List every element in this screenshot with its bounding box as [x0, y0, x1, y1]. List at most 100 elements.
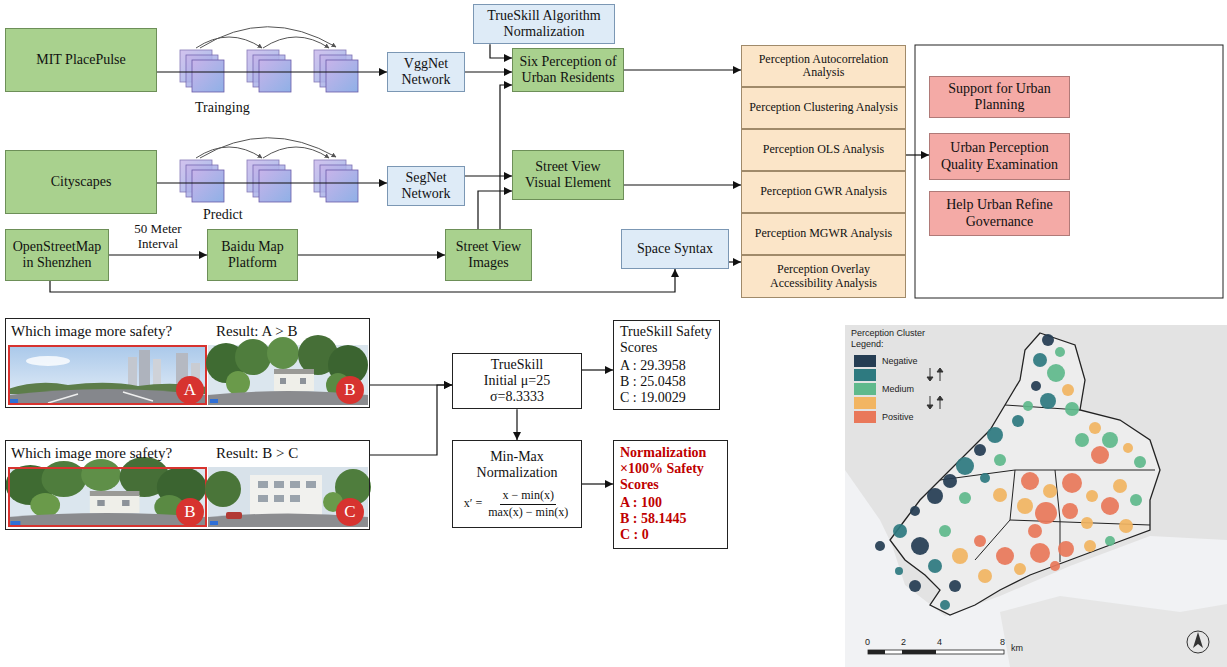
map-illustration-part-part [996, 547, 1014, 565]
map-illustration-part-part [1014, 563, 1026, 575]
legend-text: Negative [882, 356, 918, 366]
map-illustration-part-part [1119, 519, 1133, 533]
map-illustration-part-part [943, 474, 957, 488]
map-illustration-part-part [952, 548, 968, 564]
image-stack-part [180, 50, 224, 92]
legend-item: Medium [854, 383, 914, 395]
outcome-box: Help Urban Refine Governance [929, 191, 1070, 236]
skip-arc-part [196, 147, 262, 158]
box-label: Perception MGWR Analysis [755, 227, 892, 240]
flow-arrow [490, 44, 512, 58]
text-row: Which image more safety?Result: A > B [6, 323, 297, 340]
result-box: Normalization ×100% Safety Scores A : 100… [613, 440, 728, 549]
map-illustration-part-part [927, 377, 933, 381]
flow-arrow [500, 85, 512, 229]
legend-swatch [854, 355, 876, 367]
flow-arrow [582, 483, 613, 484]
flow-arrow [624, 184, 741, 185]
box-text: A : 100 [620, 495, 721, 511]
legend-swatch [854, 383, 876, 395]
box-label: Perception OLS Analysis [763, 143, 884, 156]
box-label: VggNet Network [392, 56, 460, 88]
label-holder: km [1011, 643, 1023, 654]
legend-text: Positive [882, 412, 914, 422]
map-illustration-part-part [1081, 517, 1093, 529]
comparison-panel: Which image more safety?Result: B > CBC [5, 440, 370, 530]
box-label: A [184, 380, 196, 400]
map-illustration-part-part [940, 600, 950, 610]
map-illustration-part-part [1031, 381, 1041, 391]
algorithm-box: TrueSkillInitial μ=25 σ=8.3333 [452, 353, 582, 409]
network-box: Space Syntax [621, 229, 729, 269]
box-text: C : 19.0029 [620, 390, 713, 406]
image-badge: B [336, 376, 364, 404]
scale-number: km [1011, 643, 1023, 654]
flow-arrow [729, 261, 741, 262]
scale-number: 2 [901, 637, 906, 648]
legend-title: Perception Cluster Legend: [851, 328, 931, 350]
box-label: TrueSkill Algorithm Normalization [478, 8, 610, 40]
flow-arrow [516, 409, 517, 440]
flow-arrow [298, 254, 445, 255]
map-illustration-part-part [959, 492, 971, 504]
process-box: Six Perception of Urban Residents [512, 48, 624, 92]
box-label: Normalization ×100% Safety Scores [620, 445, 721, 493]
skip-arc-part [196, 37, 262, 48]
result-text: Result: B > C [216, 445, 298, 462]
map-illustration-part-part [939, 525, 951, 537]
map-illustration-part-part [1084, 540, 1096, 552]
process-box: Cityscapes [5, 150, 157, 214]
analysis-box: Perception OLS Analysis [741, 129, 906, 171]
map-illustration-part-part [1105, 536, 1115, 546]
outcome-box: Urban Perception Quality Examination [929, 133, 1070, 180]
map-illustration-part-part [1089, 422, 1101, 434]
process-box: Baidu Map Platform [207, 229, 298, 281]
map-illustration-part-part [909, 580, 921, 592]
map-illustration-part-part [993, 488, 1007, 502]
box-label: Perception Clustering Analysis [749, 101, 898, 114]
map-illustration-part [845, 325, 1227, 667]
score-box: TrueSkill Safety ScoresA : 29.3958B : 25… [613, 320, 720, 410]
map-illustration-part-part [1102, 432, 1118, 448]
map-illustration-part-part [1062, 473, 1082, 493]
outcome-box: Support for Urban Planning [929, 76, 1070, 118]
map-illustration-part-part [987, 427, 1003, 443]
image-stack-part [247, 160, 291, 202]
map-illustration-part-part [974, 444, 986, 456]
map-illustration-part-part [1134, 456, 1146, 468]
map-illustration-part-part [895, 567, 903, 575]
skip-arc [196, 27, 336, 158]
box-text: B : 25.0458 [620, 374, 713, 390]
map-illustration-part-part [1058, 541, 1074, 557]
north-arrow-part [1193, 632, 1203, 648]
street-view-photo-part [205, 467, 371, 527]
box-label: Street View Images [450, 239, 527, 271]
image-stack [180, 50, 358, 202]
box-text: Initial μ=25 σ=8.3333 [457, 373, 577, 405]
flow-arrow [50, 269, 675, 292]
process-box: Street View Images [445, 229, 532, 281]
map-illustration-part-part [1043, 484, 1057, 498]
north-arrow-part [1187, 631, 1209, 653]
street-view-photo-part-part [6, 457, 207, 527]
street-view-photo-part [206, 335, 368, 405]
fraction: x − min(x)max(x) − min(x) [486, 489, 570, 520]
text-row: Which image more safety?Result: B > C [6, 445, 298, 462]
map-illustration-part-part [893, 524, 907, 538]
box-label: Space Syntax [637, 241, 713, 257]
box-label: Baidu Map Platform [212, 239, 293, 271]
image-stack-part [314, 50, 358, 92]
flow-arrow [465, 175, 512, 176]
formula-lhs: x′ = [464, 497, 482, 511]
label-holder: Perception Cluster Legend: [851, 328, 931, 350]
analysis-box: Perception Clustering Analysis [741, 87, 906, 129]
map-illustration-part-part [1042, 334, 1054, 346]
skip-arc-part [200, 27, 336, 48]
stage-label: Trainging [195, 100, 250, 116]
map-illustration-part-part [911, 537, 929, 555]
analysis-box: Perception MGWR Analysis [741, 213, 906, 255]
box-text: C : 0 [620, 527, 721, 543]
box-text: B : 58.1445 [620, 511, 721, 527]
map-illustration-part-part [1062, 384, 1074, 396]
map-illustration-part-part [1047, 364, 1065, 382]
